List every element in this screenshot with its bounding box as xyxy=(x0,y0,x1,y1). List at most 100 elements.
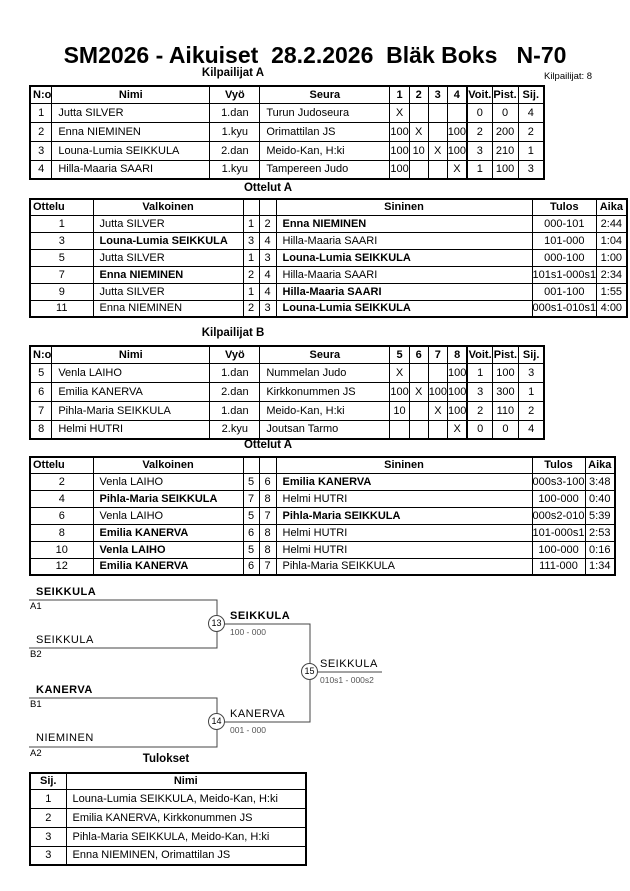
cell-name: Enna NIEMINEN, Orimattilan JS xyxy=(65,845,307,866)
col-header-place: Sij. xyxy=(517,345,545,364)
cell-place: 3 xyxy=(517,362,545,383)
cell-blue: Emilia KANERVA xyxy=(275,472,533,491)
cell-blue: Helmi HUTRI xyxy=(275,489,533,508)
cell-wins: 0 xyxy=(466,102,493,123)
cell-white: Venla LAIHO xyxy=(92,472,244,491)
col-header-1: 1 xyxy=(389,85,410,104)
cell-score: 10 xyxy=(408,140,429,161)
cell-score xyxy=(408,400,429,421)
cell-name: Hilla-Maaria SAARI xyxy=(51,159,211,180)
cell-result: 101s1-000s1 xyxy=(531,265,598,284)
col-header-wno xyxy=(242,198,260,216)
cell-place: 1 xyxy=(517,381,545,402)
cell-blue-no: 3 xyxy=(258,299,277,318)
col-header-blue: Sininen xyxy=(275,198,533,216)
cell-white: Pihla-Maria SEIKKULA xyxy=(92,489,244,508)
cell-points: 210 xyxy=(491,140,519,161)
bracket-match-score: 010s1 - 000s2 xyxy=(320,675,374,685)
col-header-wno xyxy=(242,456,260,474)
cell-match-no: 6 xyxy=(29,506,94,525)
col-header-4: 4 xyxy=(446,85,468,104)
pool-a-table: N:o Nimi Vyö Seura 1 2 3 4 Voit. Pist. S… xyxy=(29,85,546,180)
cell-no: 1 xyxy=(29,102,53,123)
cell-score: 100 xyxy=(447,400,468,421)
cell-white-no: 3 xyxy=(242,231,260,250)
col-header-white: Valkoinen xyxy=(92,456,244,474)
col-header-belt: Vyö xyxy=(209,85,261,104)
col-header-blue: Sininen xyxy=(275,456,533,474)
cell-time: 0:16 xyxy=(584,540,616,559)
cell-result: 111-000 xyxy=(531,557,586,576)
bracket-winner-name: SEIKKULA xyxy=(320,658,378,670)
col-header-2: 2 xyxy=(408,85,429,104)
cell-club: Orimattilan JS xyxy=(259,121,391,142)
cell-white-no: 1 xyxy=(242,282,260,301)
col-header-6: 6 xyxy=(408,345,429,364)
cell-name: Pihla-Maria SEIKKULA, Meido-Kan, H:ki xyxy=(65,826,307,847)
cell-place: 4 xyxy=(517,102,545,123)
cell-place: 2 xyxy=(517,400,545,421)
cell-result: 000-100 xyxy=(531,248,598,267)
cell-belt: 1.dan xyxy=(209,400,261,421)
cell-belt: 1.dan xyxy=(209,362,261,383)
table-header-row: Sij. Nimi xyxy=(29,772,307,790)
cell-club: Kirkkonummen JS xyxy=(259,381,391,402)
pool-b-table: N:o Nimi Vyö Seura 5 6 7 8 Voit. Pist. S… xyxy=(29,345,546,440)
cell-place: 1 xyxy=(29,788,67,809)
cell-belt: 1.kyu xyxy=(209,121,261,142)
cell-points: 0 xyxy=(491,419,519,440)
col-header-name: Nimi xyxy=(51,345,211,364)
cell-score: 100 xyxy=(389,381,410,402)
cell-blue: Helmi HUTRI xyxy=(275,523,533,542)
cell-score: 100 xyxy=(389,159,410,180)
col-header-match: Ottelu xyxy=(29,456,94,474)
cell-result: 100-000 xyxy=(531,489,586,508)
cell-no: 3 xyxy=(29,140,53,161)
cell-score xyxy=(408,362,429,383)
cell-points: 100 xyxy=(491,159,519,180)
cell-blue: Helmi HUTRI xyxy=(275,540,533,559)
cell-score: 100 xyxy=(389,121,410,142)
cell-blue-no: 6 xyxy=(258,472,277,491)
cell-place: 4 xyxy=(517,419,545,440)
col-header-time: Aika xyxy=(584,456,616,474)
col-header-white: Valkoinen xyxy=(92,198,244,216)
cell-blue-no: 8 xyxy=(258,523,277,542)
col-header-match: Ottelu xyxy=(29,198,94,216)
cell-name: Venla LAIHO xyxy=(51,362,211,383)
section-title-matches-a: Ottelut A xyxy=(243,182,293,194)
cell-points: 200 xyxy=(491,121,519,142)
table-header-row: Ottelu Valkoinen Sininen Tulos Aika xyxy=(29,456,616,474)
section-title-pool-b: Kilpailijat B xyxy=(201,327,265,339)
col-header-time: Aika xyxy=(596,198,628,216)
cell-blue-no: 4 xyxy=(258,231,277,250)
col-header-5: 5 xyxy=(389,345,410,364)
bracket-match-score: 100 - 000 xyxy=(230,627,266,637)
cell-time: 4:00 xyxy=(596,299,628,318)
cell-score: X xyxy=(389,362,410,383)
cell-wins: 2 xyxy=(466,400,493,421)
cell-belt: 2.kyu xyxy=(209,419,261,440)
cell-score: 100 xyxy=(447,381,468,402)
bracket-match-number: 13 xyxy=(208,615,225,632)
cell-white: Enna NIEMINEN xyxy=(92,265,244,284)
col-header-belt: Vyö xyxy=(209,345,261,364)
cell-white: Louna-Lumia SEIKKULA xyxy=(92,231,244,250)
col-header-name: Nimi xyxy=(51,85,211,104)
cell-match-no: 5 xyxy=(29,248,94,267)
cell-white-no: 5 xyxy=(242,472,260,491)
cell-match-no: 11 xyxy=(29,299,94,318)
cell-score: 100 xyxy=(427,381,449,402)
